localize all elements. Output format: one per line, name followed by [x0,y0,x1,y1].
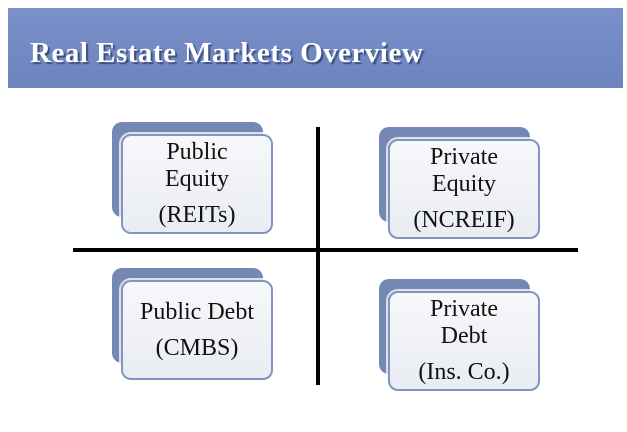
title-banner: Real Estate Markets Overview [8,8,623,88]
box-card: Public Debt (CMBS) [121,280,273,380]
box-label-line: Public [166,139,228,165]
box-label-line: Public Debt [140,298,254,325]
box-sublabel: (REITs) [158,202,236,228]
slide-title: Real Estate Markets Overview [30,37,424,69]
vertical-axis-line [316,127,320,385]
horizontal-axis-line [73,248,578,252]
box-sublabel: (CMBS) [155,334,239,361]
box-label-line: Debt [440,323,488,349]
box-label-line: Private [430,144,498,170]
box-label-line: Private [430,296,498,322]
box-sublabel: (Ins. Co.) [418,359,510,385]
box-label: Public Debt [140,299,254,326]
box-label-line: Equity [431,171,496,197]
box-sublabel: (NCREIF) [413,207,515,233]
box-label-line: Equity [165,166,229,192]
quadrant-public-debt: Public Debt (CMBS) [112,268,273,380]
